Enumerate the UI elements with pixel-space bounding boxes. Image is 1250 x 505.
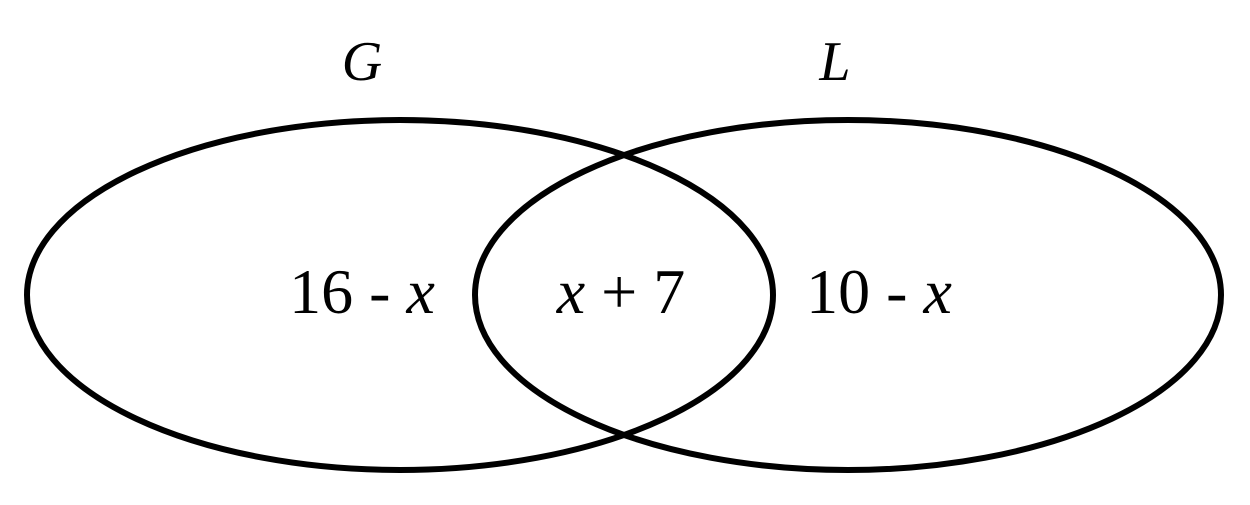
region-l-only-label: 10 - x xyxy=(806,256,952,327)
set-g-label: G xyxy=(342,31,382,93)
region-g-only-label: 16 - x xyxy=(289,256,435,327)
region-intersection-constant: 7 xyxy=(653,256,685,327)
region-g-only-constant: 16 xyxy=(289,256,353,327)
region-intersection-variable: x xyxy=(556,256,585,327)
region-l-only-operator: - xyxy=(870,256,923,327)
set-l-ellipse xyxy=(472,117,1224,473)
region-l-only-constant: 10 xyxy=(806,256,870,327)
region-l-only-variable: x xyxy=(922,256,951,327)
set-l-label: L xyxy=(818,31,850,93)
region-intersection-label: x + 7 xyxy=(556,256,686,327)
region-intersection-operator: + xyxy=(585,256,653,327)
region-g-only-variable: x xyxy=(405,256,434,327)
set-g-ellipse xyxy=(24,117,776,473)
region-g-only-operator: - xyxy=(353,256,406,327)
